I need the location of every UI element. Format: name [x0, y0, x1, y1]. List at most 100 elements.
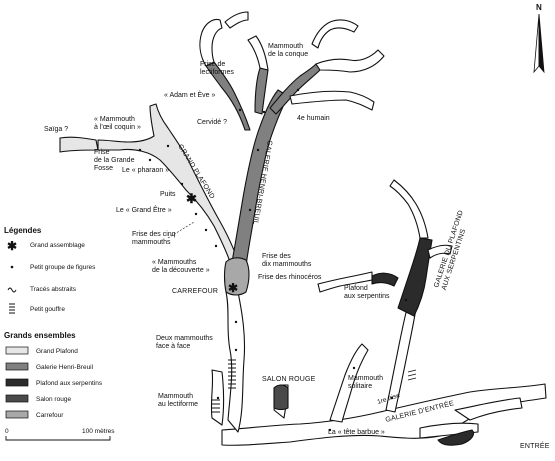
- ensemble-swatch: [5, 362, 29, 371]
- grand-assemblage-marker-puits: ✱: [186, 191, 197, 206]
- legend-item-label: Petit groupe de figures: [30, 264, 96, 271]
- mammouth-solitaire-passage: [329, 343, 369, 423]
- grand-assemblage-marker-carrefour: ✱: [228, 281, 238, 295]
- north-branch-top: [224, 11, 249, 29]
- ensemble-salon-rouge: Salon rouge: [5, 394, 71, 403]
- label-salon-rouge: SALON ROUGE: [262, 376, 316, 383]
- cave-passages: [59, 11, 547, 446]
- salon-rouge-area: [273, 384, 289, 411]
- ensemble-label: Galerie Henri-Breuil: [36, 364, 94, 371]
- label-frise-rhinoceros: Frise des rhinocéros: [258, 274, 322, 281]
- henri-breuil-center-arm: [254, 67, 269, 115]
- ensemble-label: Salon rouge: [36, 396, 71, 403]
- ensemble-label: Grand Plafond: [36, 348, 78, 355]
- figure-dot: [194, 212, 198, 216]
- north-arrow-icon: [533, 13, 540, 74]
- label-pharaon: Le « pharaon »: [122, 167, 169, 174]
- ensembles-legend: Grands ensembles Grand Plafond Galerie H…: [4, 331, 103, 419]
- figure-dot: [148, 158, 152, 162]
- main-south-passage: [225, 291, 246, 433]
- north-label: N: [536, 3, 542, 12]
- ensemble-label: Carrefour: [36, 412, 64, 419]
- ensemble-plafond-serpentins: Plafond aux serpentins: [5, 378, 103, 387]
- north-arrow: N: [533, 3, 545, 74]
- frise-cinq-leader: [167, 221, 195, 239]
- label-saiga: Saïga ?: [44, 126, 68, 133]
- figure-dot: [216, 396, 220, 400]
- legend-item-grand-assemblage: ✱ Grand assemblage: [7, 239, 85, 253]
- ensemble-label: Plafond aux serpentins: [36, 380, 103, 387]
- legend-item-gouffre: Petit gouffre: [9, 303, 65, 314]
- ensemble-swatch: [5, 378, 29, 387]
- squiggle-icon: [7, 287, 17, 293]
- galerie-entree-passage: [221, 383, 547, 446]
- ensemble-swatch: [5, 410, 29, 419]
- figure-dot: [204, 228, 208, 232]
- legend-title: Légendes: [4, 226, 42, 235]
- north-branch-west: [199, 18, 223, 67]
- label-cervide: Cervidé ?: [197, 119, 227, 126]
- grande-fosse-area: [59, 136, 99, 153]
- entree-branch-passage: [454, 397, 523, 421]
- scale-bar: 0 100 mètres: [5, 428, 115, 441]
- figure-dot: [234, 320, 238, 324]
- legend-item-label: Petit gouffre: [30, 306, 65, 313]
- figure-dot: [214, 244, 218, 248]
- north-branch-far-east: [311, 19, 359, 49]
- ensemble-grand-plafond: Grand Plafond: [5, 346, 78, 355]
- ensembles-title: Grands ensembles: [4, 331, 76, 340]
- label-adam-eve: « Adam et Ève »: [164, 90, 215, 99]
- plafond-serpentins-area: [397, 237, 433, 317]
- label-entree: ENTRÉE: [520, 441, 550, 450]
- legend: Légendes ✱ Grand assemblage Petit groupe…: [4, 226, 96, 314]
- label-puits: Puits: [160, 191, 176, 198]
- serpentins-upper-area: [371, 272, 399, 287]
- svg-text:✱: ✱: [186, 191, 197, 206]
- humain-branch: [289, 90, 375, 111]
- figure-dot: [248, 208, 252, 212]
- scale-start: 0: [5, 428, 9, 435]
- figure-dot: [390, 396, 394, 400]
- north-branch-east: [315, 49, 385, 73]
- figure-dot: [328, 428, 332, 432]
- figure-dot: [238, 108, 242, 112]
- ensemble-swatch: [5, 394, 29, 403]
- svg-text:✱: ✱: [228, 281, 238, 295]
- entree-dark-pool: [437, 429, 475, 446]
- pit-hatching: [212, 359, 417, 413]
- figure-dot: [180, 182, 184, 186]
- north-branch-center: [247, 35, 269, 71]
- dot-icon: [10, 265, 14, 269]
- grand-plafond-area: [97, 103, 239, 263]
- legend-item-traces: Tracés abstraits: [7, 286, 77, 293]
- serpentins-branch-east: [427, 244, 453, 259]
- label-tete-barbue: La « tête barbue »: [328, 429, 385, 436]
- ensemble-galerie-henri-breuil: Galerie Henri-Breuil: [5, 362, 94, 371]
- pit-icon: [9, 303, 15, 314]
- scale-bar-line: [5, 436, 111, 441]
- ensemble-carrefour: Carrefour: [5, 410, 64, 419]
- figure-dot: [296, 88, 300, 92]
- figure-symbols: ✱ ✱: [138, 88, 408, 432]
- label-grand-etre: Le « Grand Être »: [116, 205, 172, 214]
- figure-dot: [404, 298, 408, 302]
- serpentins-branch-west: [317, 271, 373, 293]
- figure-dot: [234, 348, 238, 352]
- legend-item-petit-groupe: Petit groupe de figures: [10, 264, 96, 271]
- serpentins-branch-north: [389, 179, 429, 239]
- label-humain: 4e humain: [297, 115, 330, 122]
- legend-item-label: Tracés abstraits: [30, 286, 77, 293]
- scale-end: 100 mètres: [82, 428, 115, 435]
